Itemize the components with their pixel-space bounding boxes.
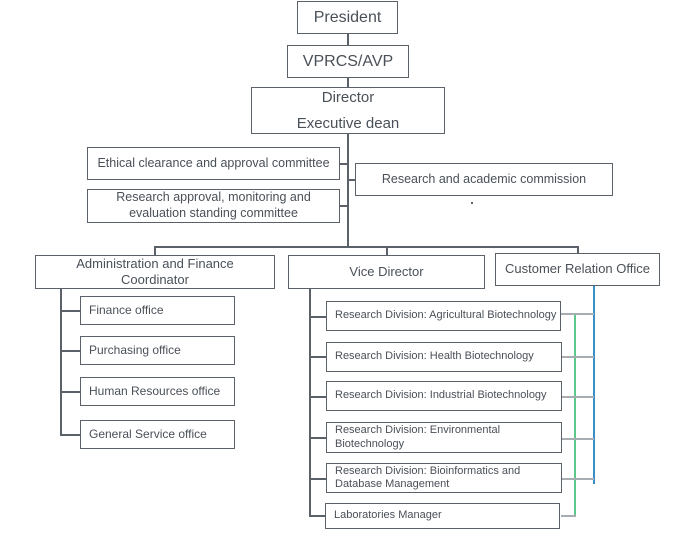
vice-director-label: Vice Director	[349, 263, 424, 279]
research-commission-box[interactable]: Research and academic commission	[355, 163, 613, 196]
admin-coordinator-box[interactable]: Administration and Finance Coordinator	[35, 255, 275, 289]
director-label: Director	[321, 89, 375, 106]
connector-research-approval	[339, 205, 348, 207]
division-health-box[interactable]: Research Division: Health Biotechnology	[326, 342, 562, 372]
office-label: General Service office	[89, 427, 207, 441]
connector-ethical	[339, 163, 348, 165]
division-environmental-box[interactable]: Research Division: Environmental Biotech…	[326, 422, 562, 453]
connector-customer-blue	[593, 286, 595, 484]
office-label: Finance office	[89, 303, 164, 317]
connector-commission	[347, 179, 355, 181]
connector-branch-bar-left	[154, 246, 348, 248]
purchasing-office-box[interactable]: Purchasing office	[80, 336, 235, 365]
connector-right-6	[561, 515, 576, 517]
connector-hr	[60, 391, 80, 393]
division-label: Research Division: Industrial Biotechnol…	[335, 389, 547, 402]
customer-relation-label: Customer Relation Office	[505, 261, 650, 277]
connector-general	[60, 434, 80, 436]
hr-office-box[interactable]: Human Resources office	[80, 377, 235, 406]
president-box[interactable]: President	[297, 1, 398, 34]
connector-green	[574, 314, 576, 516]
vprcs-box[interactable]: VPRCS/AVP	[287, 45, 409, 78]
connector-right-3	[561, 396, 594, 398]
laboratories-manager-box[interactable]: Laboratories Manager	[325, 503, 560, 529]
connector-director-trunk	[347, 133, 349, 246]
president-label: President	[313, 8, 382, 26]
executive-dean-label: Executive dean	[296, 114, 400, 132]
connector-right-1	[561, 313, 594, 315]
connector-vprcs-director	[347, 78, 349, 87]
connector-div-6	[309, 515, 326, 517]
connector-admin-spine	[60, 287, 62, 435]
connector-div-3	[309, 396, 326, 398]
vprcs-label: VPRCS/AVP	[302, 52, 394, 70]
connector-right-2	[561, 356, 594, 358]
office-label: Human Resources office	[89, 384, 221, 398]
division-label: Research Division: Health Biotechnology	[335, 350, 534, 363]
office-label: Purchasing office	[89, 343, 181, 357]
division-label: Research Division: Agricultural Biotechn…	[335, 309, 557, 322]
connector-div-1	[309, 316, 326, 318]
connector-branch-bar-right	[347, 246, 577, 248]
research-approval-committee-label: Research approval, monitoring and evalua…	[116, 190, 311, 220]
division-industrial-box[interactable]: Research Division: Industrial Biotechnol…	[326, 381, 562, 411]
stray-dot	[471, 202, 473, 204]
division-label: Research Division: Environmental Biotech…	[335, 424, 501, 450]
customer-relation-box[interactable]: Customer Relation Office	[495, 253, 660, 286]
connector-admin-drop	[154, 246, 156, 256]
finance-office-box[interactable]: Finance office	[80, 296, 235, 325]
director-box[interactable]: Director Executive dean	[251, 87, 445, 134]
connector-vice-drop	[386, 246, 388, 256]
vice-director-box[interactable]: Vice Director	[288, 255, 485, 289]
research-commission-label: Research and academic commission	[381, 171, 587, 186]
ethical-committee-label: Ethical clearance and approval committee	[97, 155, 330, 170]
general-service-office-box[interactable]: General Service office	[80, 420, 235, 449]
connector-finance	[60, 310, 80, 312]
ethical-committee-box[interactable]: Ethical clearance and approval committee	[87, 147, 340, 180]
connector-div-5	[309, 478, 326, 480]
connector-div-4	[309, 437, 326, 439]
connector-purchasing	[60, 350, 80, 352]
connector-president-vprcs	[347, 33, 349, 45]
connector-right-4	[561, 438, 594, 440]
connector-div-2	[309, 356, 326, 358]
division-agricultural-box[interactable]: Research Division: Agricultural Biotechn…	[326, 301, 561, 331]
connector-vice-spine	[309, 287, 311, 516]
connector-right-5	[561, 478, 594, 480]
division-label: Laboratories Manager	[334, 509, 442, 522]
connector-customer-drop	[577, 246, 579, 254]
admin-coordinator-label: Administration and Finance Coordinator	[76, 255, 234, 287]
division-bioinformatics-box[interactable]: Research Division: Bioinformatics and Da…	[326, 463, 562, 493]
division-label: Research Division: Bioinformatics and Da…	[335, 464, 521, 490]
research-approval-committee-box[interactable]: Research approval, monitoring and evalua…	[87, 189, 340, 223]
